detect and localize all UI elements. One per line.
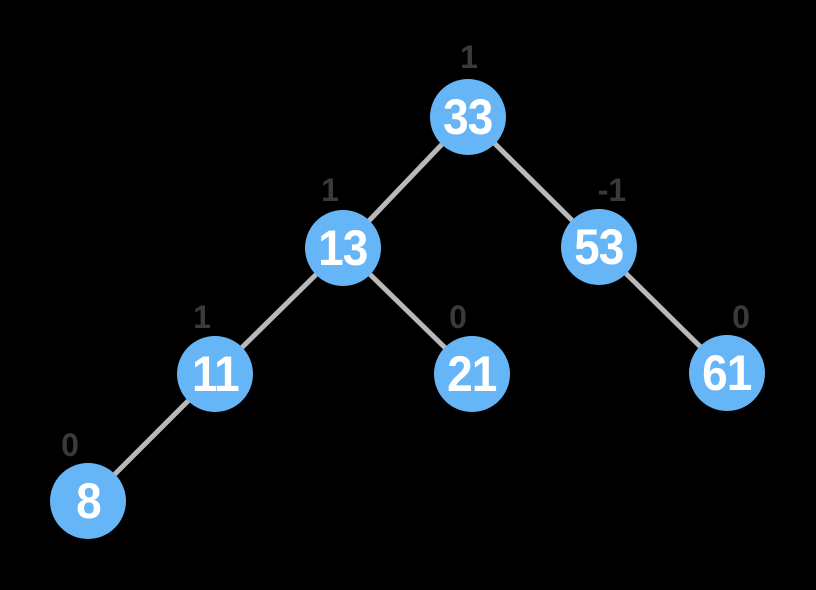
tree-node-11: 11 [177, 336, 253, 412]
tree-node-13: 13 [305, 210, 381, 286]
balance-factor-label-53: -1 [597, 172, 627, 208]
tree-node-value: 61 [702, 345, 752, 401]
balance-factor-label-8: 0 [61, 427, 79, 463]
tree-node-value: 33 [443, 89, 493, 145]
balance-factor-label-11: 1 [193, 299, 211, 335]
balance-factor-label-33: 1 [460, 39, 478, 75]
tree-node-33: 33 [430, 79, 506, 155]
balance-factor-label-21: 0 [449, 299, 467, 335]
tree-node-value: 13 [318, 220, 368, 276]
tree-node-61: 61 [689, 335, 765, 411]
tree-node-21: 21 [434, 336, 510, 412]
balance-factor-label-61: 0 [732, 299, 750, 335]
tree-node-value: 8 [75, 473, 102, 529]
tree-node-53: 53 [561, 209, 637, 285]
tree-node-value: 21 [447, 346, 497, 402]
tree-node-value: 11 [191, 346, 240, 402]
balance-factor-label-13: 1 [321, 172, 339, 208]
tree-node-value: 53 [574, 219, 624, 275]
tree-node-8: 8 [50, 463, 126, 539]
